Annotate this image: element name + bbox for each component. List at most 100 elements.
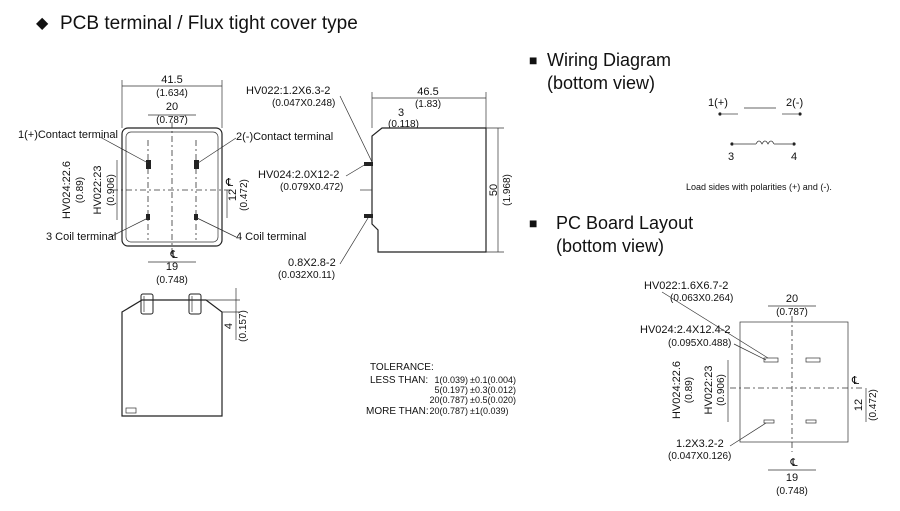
- dim12-in-label: (0.472): [239, 179, 250, 211]
- front-cl-mark-right: ℄: [225, 177, 233, 189]
- tolerance-size: 20(0.787): [429, 395, 468, 405]
- dim19-label: 19: [166, 261, 178, 273]
- wiring-t3-label: 3: [728, 151, 734, 163]
- pcb-dim19-label: 19: [786, 472, 798, 484]
- relay-bottom-body: [121, 299, 223, 417]
- dim12-label: 12: [227, 189, 239, 201]
- hv022-height-in-label: (0.906): [106, 174, 117, 206]
- tolerance-value: ±0.5(0.020): [470, 395, 516, 405]
- hv022-tab-in-label: (0.047X0.248): [272, 98, 335, 109]
- wiring-t1-label: 1(+): [708, 97, 728, 109]
- dim3-label: 3: [398, 107, 404, 119]
- pcb-hole-3: [763, 419, 775, 424]
- pcb-coil-hole-label: 1.2X3.2-2: [676, 438, 724, 450]
- pcb-outline: [739, 321, 849, 443]
- hv022-tab-label: HV022:1.2X6.3-2: [246, 85, 330, 97]
- pcb-hv022-leader: [661, 291, 769, 359]
- bottom-terminal-left: [140, 293, 154, 315]
- terminal-4: [194, 214, 198, 220]
- hv024-tab-leader: [345, 163, 367, 177]
- hv024-tab-in-label: (0.079X0.472): [280, 182, 343, 193]
- terminal-1-label: 1(+)Contact terminal: [18, 129, 118, 141]
- bottom-vent-mark: [125, 407, 137, 414]
- pcb-hv022-height-in-label: (0.906): [716, 374, 727, 406]
- terminal-3-label: 3 Coil terminal: [46, 231, 116, 243]
- dim19-in-label: (0.748): [156, 275, 188, 286]
- wiring-node-2: [798, 112, 802, 116]
- tolerance-value: ±1(0.039): [470, 406, 508, 416]
- pcb-hv024-height-in-label: (0.89): [684, 377, 695, 403]
- wiring-subtitle: (bottom view): [547, 73, 655, 93]
- pcb-layout: ■ PC Board Layout (bottom view) HV022:1.…: [529, 213, 879, 497]
- pcb-dim12-label: 12: [853, 399, 865, 411]
- hv024-height-in-label: (0.89): [75, 177, 86, 203]
- pcb-cl-mark-right: ℄: [851, 375, 859, 387]
- pcb-hv024-leader: [733, 343, 767, 361]
- bottom-view: 4 (0.157): [121, 288, 249, 417]
- tolerance-more-than: MORE THAN:: [366, 406, 429, 417]
- depth-in-label: (1.83): [415, 99, 441, 110]
- hv024-tab-label: HV024:2.0X12-2: [258, 169, 339, 181]
- tolerance-table: TOLERANCE: LESS THAN: MORE THAN: 1(0.039…: [366, 362, 516, 417]
- pitch-in-label: (0.787): [156, 115, 188, 126]
- terminal-2: [194, 160, 199, 169]
- front-cl-mark-bottom: ℄: [169, 249, 177, 261]
- front-view: 41.5 (1.634) 20 (0.787) 1(+)Contact term…: [18, 74, 333, 286]
- pcb-pitch-label: 20: [786, 293, 798, 305]
- pcb-dim19-in-label: (0.748): [776, 486, 808, 497]
- side-tab-bottom: [364, 214, 373, 218]
- pcb-hv024-hole-in-label: (0.095X0.488): [668, 338, 731, 349]
- pcb-cl-mark-bottom: ℄: [789, 457, 797, 469]
- wiring-note: Load sides with polarities (+) and (-).: [686, 182, 832, 192]
- coil-pin-in-label: (0.032X0.11): [278, 270, 335, 281]
- hv022-tab-leader: [339, 95, 373, 163]
- page-title: PCB terminal / Flux tight cover type: [60, 13, 358, 34]
- pitch-mm-label: 20: [166, 101, 178, 113]
- dim4-label: 4: [223, 323, 235, 329]
- wiring-node-1: [718, 112, 722, 116]
- height-mm-label: 50: [488, 184, 500, 196]
- height-in-label: (1.968): [502, 174, 513, 206]
- pcb-dim12-in-label: (0.472): [868, 389, 879, 421]
- depth-mm-label: 46.5: [417, 86, 438, 98]
- relay-side-body: [371, 127, 487, 253]
- terminal-1: [146, 160, 151, 169]
- coil-pin-leader: [339, 217, 369, 265]
- pcb-hv024-height-label: HV024:22.6: [671, 361, 683, 419]
- width-in-label: (1.634): [156, 88, 188, 99]
- pcb-title: PC Board Layout: [556, 213, 693, 233]
- pcb-hole-4: [805, 419, 817, 424]
- tolerance-size: 20(0.787): [429, 406, 468, 416]
- pcb-hole-1: [763, 357, 779, 363]
- wiring-diagram: ■ Wiring Diagram (bottom view) 1(+) 2(-)…: [529, 50, 832, 192]
- tolerance-value: ±0.1(0.004): [470, 375, 516, 385]
- pcb-hv024-hole-label: HV024:2.4X12.4-2: [640, 324, 731, 336]
- terminal-2-leader: [197, 137, 237, 164]
- wiring-coil: [755, 140, 775, 145]
- wiring-bullet: ■: [529, 52, 537, 68]
- terminal-1-leader: [99, 136, 149, 164]
- tolerance-title: TOLERANCE:: [370, 362, 434, 373]
- wiring-title: Wiring Diagram: [547, 50, 671, 70]
- side-view: HV022:1.2X6.3-2 (0.047X0.248) 46.5 (1.83…: [246, 85, 513, 281]
- tolerance-size: 5(0.197): [434, 385, 468, 395]
- terminal-3-leader: [109, 217, 149, 238]
- pcb-coil-hole-in-label: (0.047X0.126): [668, 451, 731, 462]
- terminal-4-leader: [196, 217, 237, 238]
- pcb-subtitle: (bottom view): [556, 236, 664, 256]
- dim4-in-label: (0.157): [238, 310, 249, 342]
- wiring-node-3: [730, 142, 734, 146]
- wiring-t2-label: 2(-): [786, 97, 803, 109]
- pcb-hv022-height-label: HV022:23: [703, 366, 715, 415]
- pcb-coil-leader: [729, 422, 767, 447]
- terminal-4-label: 4 Coil terminal: [236, 231, 306, 243]
- pcb-hole-2: [805, 357, 821, 363]
- pcb-pitch-in-label: (0.787): [776, 307, 808, 318]
- coil-pin-label: 0.8X2.8-2: [288, 257, 336, 269]
- tolerance-size: 1(0.039): [434, 375, 468, 385]
- pcb-hv022-hole-label: HV022:1.6X6.7-2: [644, 280, 728, 292]
- wiring-node-4: [792, 142, 796, 146]
- side-tab-top: [364, 162, 373, 166]
- bottom-terminal-right: [188, 293, 202, 315]
